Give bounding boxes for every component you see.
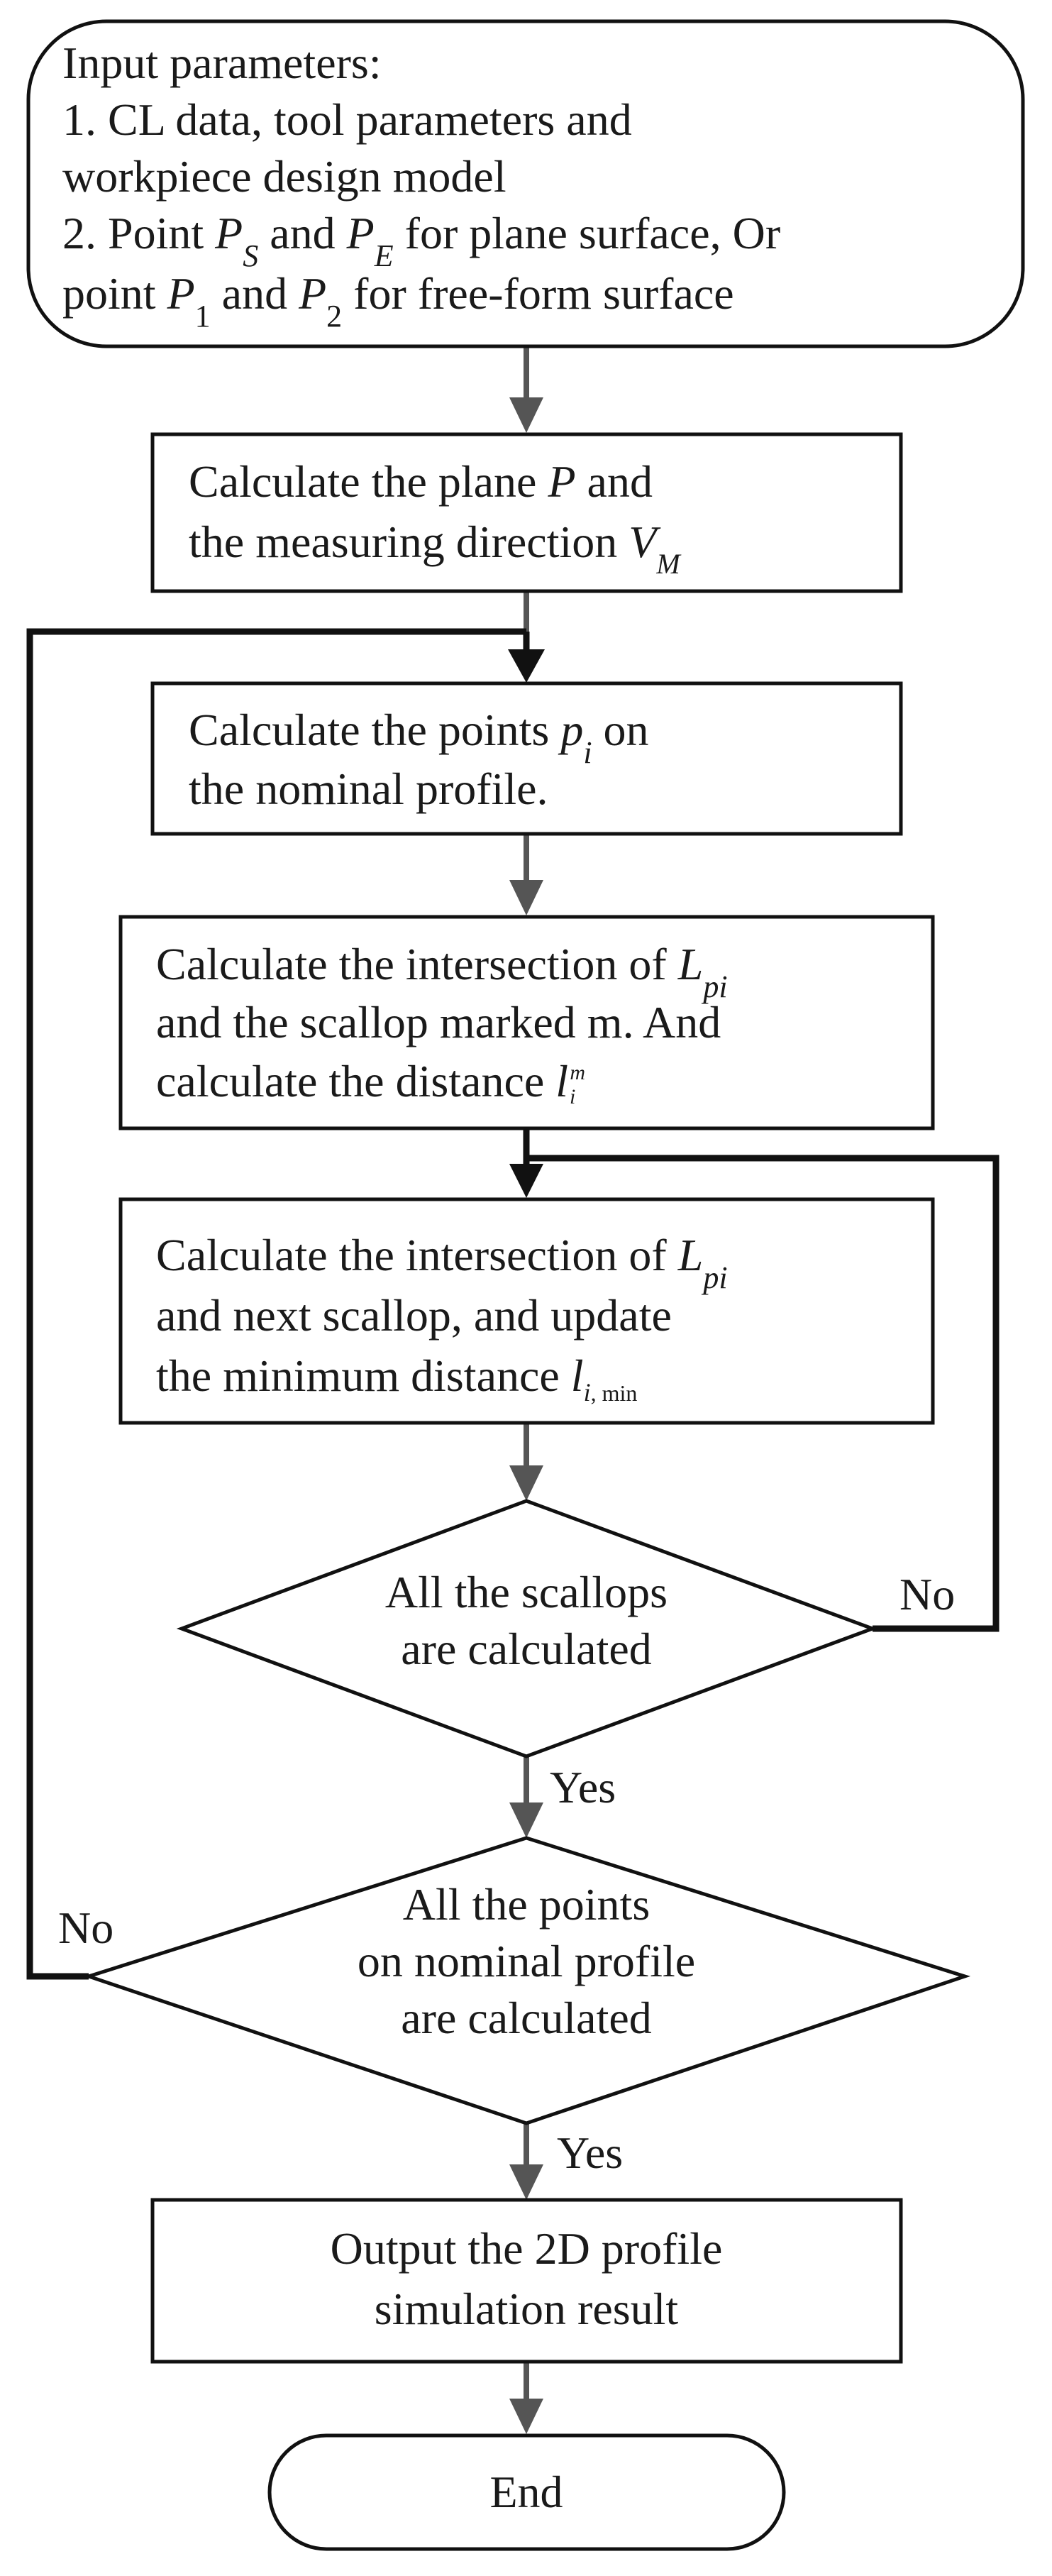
calculate-points-node: Calculate the points pi on the nominal p… — [150, 681, 903, 836]
scallops-yes-label: Yes — [550, 1762, 616, 1812]
plane-line-2: the measuring direction VM — [189, 517, 682, 580]
calculate-next-scallop-node: Calculate the intersection of Lpi and ne… — [118, 1197, 935, 1425]
end-node: End — [267, 2433, 786, 2551]
connector-decision1-yes — [509, 1756, 543, 1838]
connector-output-to-end — [509, 2362, 543, 2434]
connector-next-to-decision1 — [509, 1423, 543, 1501]
output-line-1: Output the 2D profile — [331, 2223, 723, 2274]
connector-input-to-plane — [509, 346, 543, 433]
intersection-line-3: calculate the distance lim — [156, 1056, 585, 1108]
output-result-node: Output the 2D profile simulation result — [150, 2198, 903, 2364]
next-line-3: the minimum distance li, min — [156, 1350, 637, 1407]
input-line-2: 1. CL data, tool parameters and — [62, 94, 632, 145]
loop-points-no — [26, 628, 545, 1980]
calculate-plane-node: Calculate the plane P and the measuring … — [150, 432, 903, 593]
next-line-1: Calculate the intersection of Lpi — [156, 1230, 728, 1295]
connector-decision2-yes — [509, 2123, 543, 2200]
points-decision-line-2: on nominal profile — [358, 1936, 695, 1986]
input-line-3: workpiece design model — [62, 151, 506, 202]
input-line-1: Input parameters: — [62, 38, 382, 88]
connector-points-to-intersection — [509, 834, 543, 915]
input-line-4: 2. Point PS and PE for plane surface, Or — [62, 208, 780, 273]
points-line-2: the nominal profile. — [189, 764, 548, 814]
points-no-label: No — [58, 1903, 113, 1953]
output-line-2: simulation result — [375, 2284, 679, 2334]
points-decision-line-1: All the points — [403, 1879, 650, 1930]
calculate-intersection-node: Calculate the intersection of Lpi and th… — [118, 915, 935, 1130]
scallops-line-2: are calculated — [401, 1624, 652, 1674]
decision-points-node: All the points on nominal profile are ca… — [82, 1836, 971, 2125]
points-decision-line-3: are calculated — [401, 1993, 652, 2043]
points-yes-label: Yes — [557, 2128, 623, 2178]
decision-scallops-node: All the scallops are calculated — [176, 1499, 878, 1758]
intersection-line-2: and the scallop marked m. And — [156, 997, 721, 1047]
input-parameters-node: Input parameters: 1. CL data, tool param… — [26, 19, 1025, 348]
loop-scallops-no — [509, 1128, 1000, 1632]
input-line-5: point P1 and P2 for free-form surface — [62, 268, 734, 334]
points-line-1: Calculate the points pi on — [189, 705, 649, 770]
next-line-2: and next scallop, and update — [156, 1290, 672, 1341]
scallops-line-1: All the scallops — [385, 1567, 668, 1617]
end-label: End — [489, 2467, 563, 2517]
intersection-line-1: Calculate the intersection of Lpi — [156, 939, 728, 1004]
plane-line-1: Calculate the plane P and — [189, 456, 653, 507]
scallops-no-label: No — [899, 1569, 955, 1619]
